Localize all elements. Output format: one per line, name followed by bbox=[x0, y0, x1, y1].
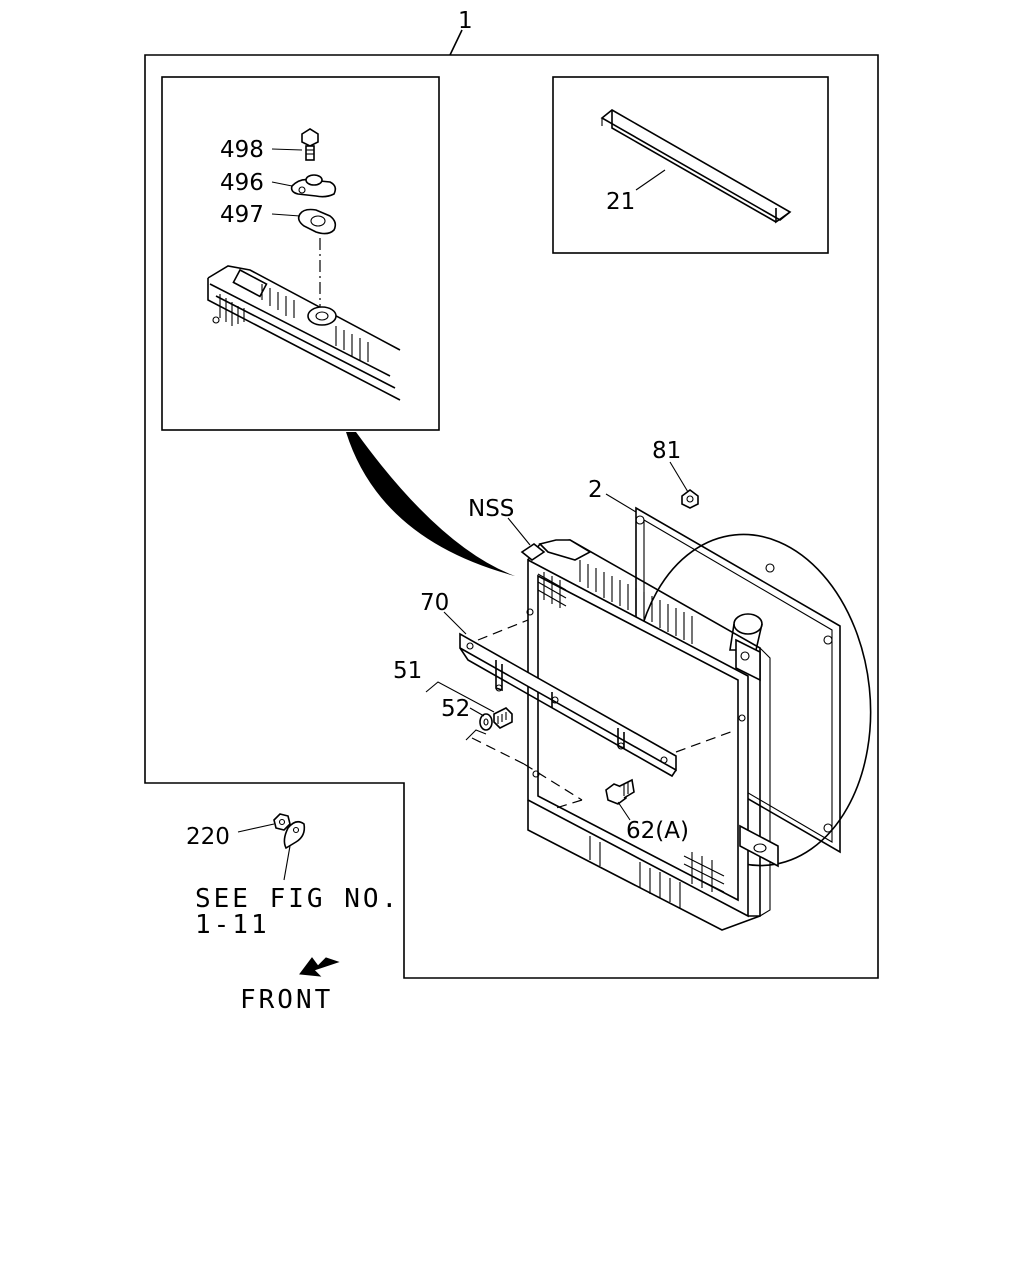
gasket-497 bbox=[297, 208, 337, 235]
callout-washer: 52 bbox=[441, 696, 470, 722]
detail-inset-seal: 21 bbox=[552, 76, 829, 254]
callout-nut: 220 bbox=[186, 824, 230, 850]
bracket-496 bbox=[290, 174, 337, 198]
callout-bolt: 498 bbox=[220, 137, 264, 163]
detail-pointer-arc bbox=[346, 432, 515, 576]
seal-21 bbox=[600, 109, 792, 224]
front-label: FRONT bbox=[240, 985, 333, 1015]
nut-220 bbox=[273, 813, 306, 850]
callout-assembly: 1 bbox=[458, 8, 473, 34]
bolt-62a bbox=[605, 778, 635, 805]
bolt-498 bbox=[301, 128, 319, 161]
stay-bar-70 bbox=[459, 632, 677, 778]
washer-52 bbox=[479, 707, 513, 731]
callout-bolt-mount: 62(A) bbox=[626, 818, 689, 844]
front-arrow-icon bbox=[299, 957, 340, 977]
radiator-core bbox=[520, 539, 779, 931]
assembly-boundary bbox=[144, 54, 879, 979]
callout-bolt-stay: 51 bbox=[393, 658, 422, 684]
callout-radiator: NSS bbox=[468, 496, 514, 522]
callout-stay: 70 bbox=[420, 590, 449, 616]
callout-bolt-shroud: 81 bbox=[652, 438, 681, 464]
bolt-81 bbox=[681, 489, 699, 509]
detail-inset-bracket: 498 496 497 bbox=[161, 76, 440, 431]
callout-bracket: 496 bbox=[220, 170, 264, 196]
reference-line2: 1-11 bbox=[195, 910, 270, 940]
callout-seal: 21 bbox=[606, 189, 635, 215]
assembly-leader bbox=[449, 29, 463, 56]
radiator-top-section bbox=[207, 265, 401, 401]
callout-gasket: 497 bbox=[220, 202, 264, 228]
callout-shroud: 2 bbox=[588, 477, 603, 503]
reference-line1: SEE FIG NO. bbox=[195, 884, 400, 914]
